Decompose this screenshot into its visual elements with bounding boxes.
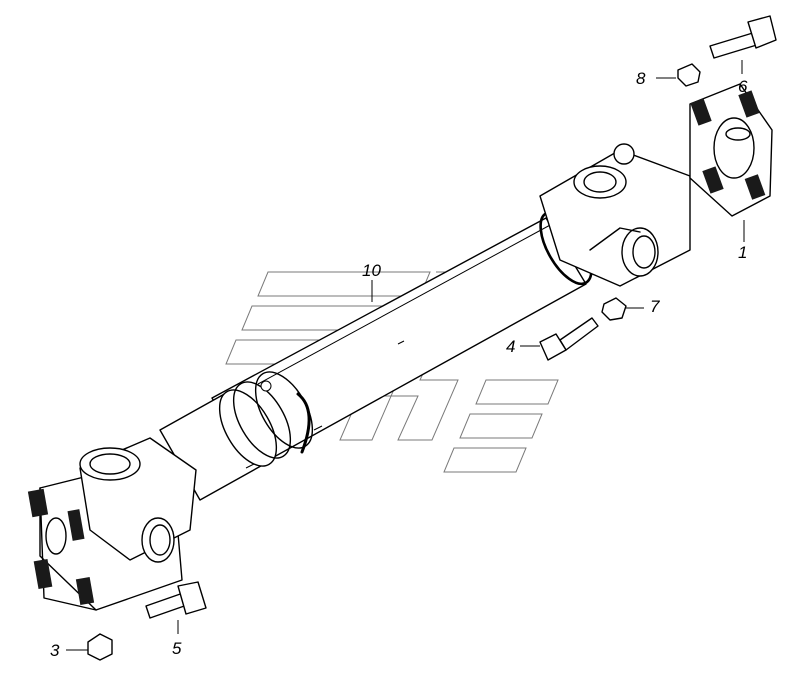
callout-8: 8 — [636, 69, 646, 88]
bolt-part-6 — [709, 15, 777, 59]
rear-flange-part-1 — [689, 83, 773, 217]
nut-part-7 — [601, 297, 627, 321]
callout-5: 5 — [172, 639, 182, 658]
callout-7: 7 — [650, 297, 660, 316]
front-universal-joint — [27, 437, 197, 611]
callout-1: 1 — [738, 243, 747, 262]
rear-universal-joint — [539, 143, 691, 287]
bolt-part-4 — [539, 317, 599, 361]
callout-10: 10 — [362, 261, 381, 280]
shaft-tube — [159, 210, 593, 501]
nut-part-3 — [87, 633, 113, 661]
callout-3: 3 — [50, 641, 60, 660]
callout-4: 4 — [506, 337, 515, 356]
bolt-part-5 — [145, 581, 207, 619]
callout-6: 6 — [738, 77, 748, 96]
leader-lines — [66, 60, 745, 651]
nut-part-8 — [677, 63, 701, 87]
